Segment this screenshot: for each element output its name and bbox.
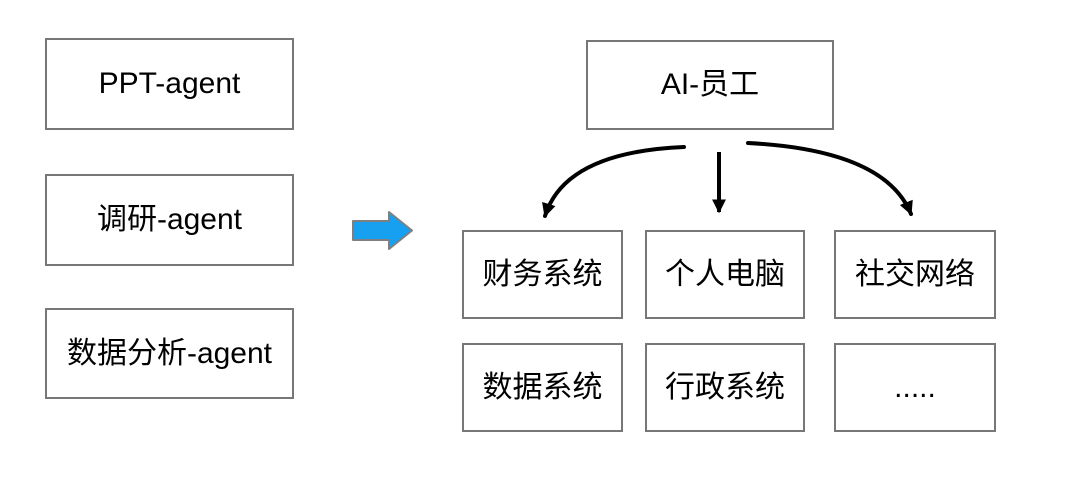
system-box-social-network: 社交网络 — [834, 230, 996, 319]
system-box-admin-system: 行政系统 — [645, 343, 805, 432]
right-arrow-shape — [352, 211, 413, 250]
system-box-data-system-label: 数据系统 — [482, 370, 603, 404]
system-box-admin-system-label: 行政系统 — [665, 370, 785, 404]
system-box-personal-computer-label: 个人电脑 — [665, 257, 785, 291]
system-box-personal-computer: 个人电脑 — [645, 230, 805, 319]
agent-box-data-analysis: 数据分析-agent — [45, 308, 294, 399]
system-box-finance: 财务系统 — [462, 230, 623, 319]
connector-arrow-right — [746, 141, 913, 216]
system-box-finance-label: 财务系统 — [482, 257, 603, 291]
connector-arrow-left — [542, 145, 686, 218]
system-box-data-system: 数据系统 — [462, 343, 623, 432]
right-arrow-icon — [352, 211, 413, 250]
root-box-ai-employee-label: AI-员工 — [660, 68, 760, 101]
root-box-ai-employee: AI-员工 — [586, 40, 834, 130]
system-box-ellipsis-label: ..... — [894, 370, 936, 404]
system-box-ellipsis: ..... — [834, 343, 996, 432]
agent-box-ppt-label: PPT-agent — [98, 67, 241, 100]
agent-box-diaoyan: 调研-agent — [45, 174, 294, 266]
agent-box-data-analysis-label: 数据分析-agent — [66, 336, 273, 370]
system-box-social-network-label: 社交网络 — [855, 257, 975, 291]
agent-box-ppt: PPT-agent — [45, 38, 294, 130]
agent-box-diaoyan-label: 调研-agent — [96, 203, 243, 236]
